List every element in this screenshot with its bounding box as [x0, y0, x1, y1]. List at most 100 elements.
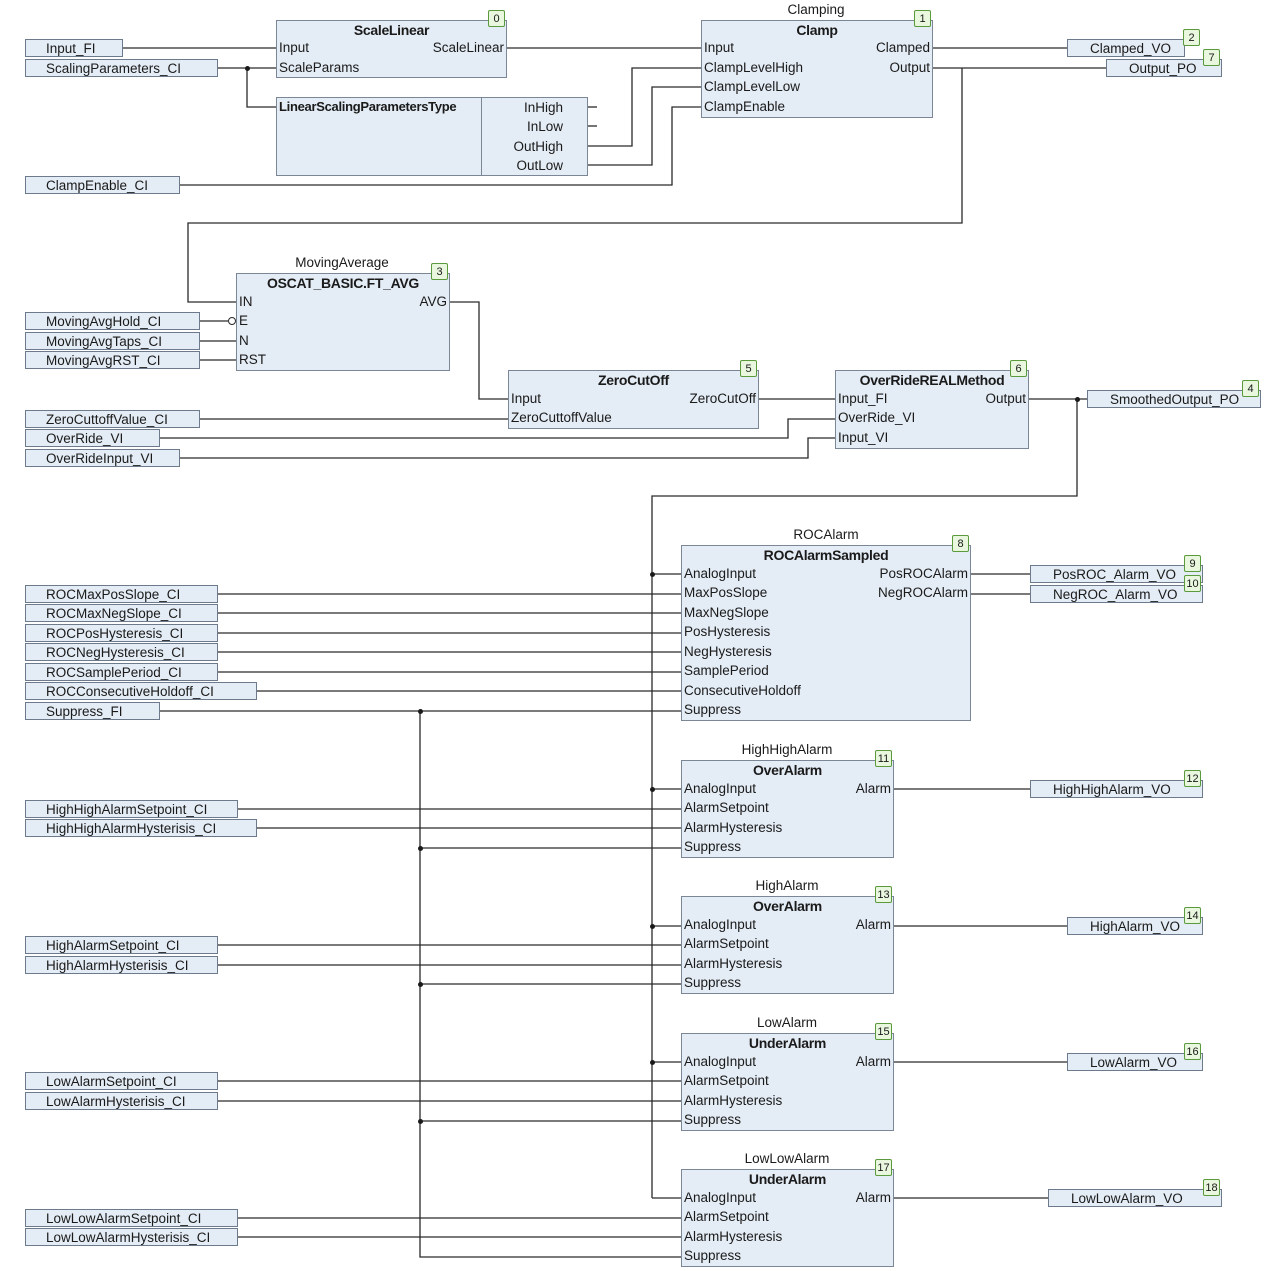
- block-zero-cutoff[interactable]: ZeroCutOff Input ZeroCuttoffValue ZeroCu…: [508, 370, 759, 429]
- order-badge: 5: [740, 360, 757, 377]
- var-pos-roc-alarm-vo[interactable]: PosROC_Alarm_VO: [1030, 565, 1203, 583]
- block-override[interactable]: OverRideREALMethod Input_FI OverRide_VI …: [835, 370, 1029, 449]
- var-lowlow-setpoint-ci[interactable]: LowLowAlarmSetpoint_CI: [25, 1209, 238, 1227]
- order-badge: 8: [952, 535, 969, 552]
- block-type: Clamp: [796, 22, 838, 38]
- pin-neg-roc-alarm: NegROCAlarm: [877, 585, 968, 600]
- pin-alarm: Alarm: [855, 1190, 891, 1205]
- var-highhigh-setpoint-ci[interactable]: HighHighAlarmSetpoint_CI: [25, 800, 238, 818]
- pin-alarm-hysteresis: AlarmHysteresis: [684, 956, 783, 971]
- block-roc-alarm[interactable]: ROCAlarmSampled AnalogInput MaxPosSlope …: [681, 545, 971, 721]
- var-smoothed-output-po[interactable]: SmoothedOutput_PO: [1087, 390, 1261, 408]
- block-divider: [481, 98, 482, 175]
- var-clamped-vo[interactable]: Clamped_VO: [1067, 39, 1185, 57]
- pin-in-low: InLow: [526, 119, 563, 134]
- wire-override-vi: [159, 418, 836, 439]
- pin-alarm: Alarm: [855, 781, 891, 796]
- wire-smoothed-feed: [651, 399, 1078, 1198]
- var-override-input-vi[interactable]: OverRideInput_VI: [25, 449, 180, 467]
- wire-override-input: [179, 437, 836, 459]
- block-type: OverAlarm: [753, 762, 822, 778]
- order-badge: 18: [1203, 1179, 1220, 1196]
- junction-dot: [650, 787, 655, 792]
- var-label: HighHighAlarm_VO: [1053, 782, 1171, 797]
- var-moving-avg-taps-ci[interactable]: MovingAvgTaps_CI: [25, 332, 200, 350]
- pin-input: Input: [279, 40, 310, 55]
- var-low-setpoint-ci[interactable]: LowAlarmSetpoint_CI: [25, 1072, 218, 1090]
- var-override-vi[interactable]: OverRide_VI: [25, 429, 160, 447]
- pin-alarm-hysteresis: AlarmHysteresis: [684, 820, 783, 835]
- order-badge: 13: [875, 886, 892, 903]
- junction-dot: [650, 572, 655, 577]
- block-clamp[interactable]: Clamp Input ClampLevelHigh ClampLevelLow…: [701, 20, 933, 118]
- pin-alarm-setpoint: AlarmSetpoint: [684, 1209, 769, 1224]
- var-moving-avg-hold-ci[interactable]: MovingAvgHold_CI: [25, 312, 200, 330]
- var-roc-consecutive-holdoff-ci[interactable]: ROCConsecutiveHoldoff_CI: [25, 682, 257, 700]
- pin-input: Input: [704, 40, 735, 55]
- block-type: OverAlarm: [753, 898, 822, 914]
- var-lowlow-alarm-vo[interactable]: LowLowAlarm_VO: [1048, 1189, 1222, 1207]
- pin-output: Output: [985, 391, 1026, 406]
- var-clamp-enable-ci[interactable]: ClampEnable_CI: [25, 176, 180, 194]
- block-low-alarm[interactable]: UnderAlarm AnalogInput AlarmSetpoint Ala…: [681, 1033, 894, 1131]
- var-input-fi[interactable]: Input_FI: [25, 39, 123, 57]
- block-high-alarm[interactable]: OverAlarm AnalogInput AlarmSetpoint Alar…: [681, 896, 894, 994]
- instance-name: HighHighAlarm: [741, 742, 833, 757]
- var-highhigh-alarm-vo[interactable]: HighHighAlarm_VO: [1030, 780, 1203, 798]
- wire-clamp-to-avg: [187, 68, 963, 303]
- order-badge: 14: [1184, 907, 1201, 924]
- pin-alarm-hysteresis: AlarmHysteresis: [684, 1229, 783, 1244]
- pin-out-high: OutHigh: [513, 139, 563, 154]
- var-roc-max-pos-slope-ci[interactable]: ROCMaxPosSlope_CI: [25, 585, 218, 603]
- pin-max-pos-slope: MaxPosSlope: [684, 585, 768, 600]
- block-highhigh-alarm[interactable]: OverAlarm AnalogInput AlarmSetpoint Alar…: [681, 760, 894, 858]
- junction-dot: [418, 846, 423, 851]
- block-scale-linear[interactable]: ScaleLinear Input ScaleParams ScaleLinea…: [276, 20, 507, 78]
- var-roc-pos-hysteresis-ci[interactable]: ROCPosHysteresis_CI: [25, 624, 218, 642]
- var-high-setpoint-ci[interactable]: HighAlarmSetpoint_CI: [25, 936, 218, 954]
- block-type: ScaleLinear: [353, 22, 430, 38]
- pin-clamp-enable: ClampEnable: [704, 99, 786, 114]
- pin-alarm-setpoint: AlarmSetpoint: [684, 936, 769, 951]
- block-lowlow-alarm[interactable]: UnderAlarm AnalogInput AlarmSetpoint Ala…: [681, 1169, 894, 1267]
- var-roc-max-neg-slope-ci[interactable]: ROCMaxNegSlope_CI: [25, 604, 218, 622]
- var-output-po[interactable]: Output_PO: [1106, 59, 1222, 77]
- instance-name: MovingAverage: [295, 255, 389, 270]
- instance-name: HighAlarm: [755, 878, 819, 893]
- var-label: SmoothedOutput_PO: [1110, 392, 1240, 407]
- pin-suppress: Suppress: [684, 975, 742, 990]
- var-suppress-fi[interactable]: Suppress_FI: [25, 702, 160, 720]
- pin-rst: RST: [239, 352, 266, 367]
- order-badge: 16: [1184, 1043, 1201, 1060]
- var-roc-neg-hysteresis-ci[interactable]: ROCNegHysteresis_CI: [25, 643, 218, 661]
- pin-sample-period: SamplePeriod: [684, 663, 769, 678]
- var-high-alarm-vo[interactable]: HighAlarm_VO: [1067, 917, 1203, 935]
- var-scaling-parameters-ci[interactable]: ScalingParameters_CI: [25, 59, 218, 77]
- wire-outlow: [587, 86, 702, 166]
- junction-dot: [418, 709, 423, 714]
- junction-dot: [650, 924, 655, 929]
- var-moving-avg-rst-ci[interactable]: MovingAvgRST_CI: [25, 351, 200, 369]
- order-badge: 10: [1184, 575, 1201, 592]
- var-high-hysteresis-ci[interactable]: HighAlarmHysterisis_CI: [25, 956, 218, 974]
- block-moving-average[interactable]: OSCAT_BASIC.FT_AVG IN E N RST AVG: [236, 273, 450, 371]
- var-roc-sample-period-ci[interactable]: ROCSamplePeriod_CI: [25, 663, 218, 681]
- var-highhigh-hysteresis-ci[interactable]: HighHighAlarmHysterisis_CI: [25, 819, 257, 837]
- var-zero-cutoff-value-ci[interactable]: ZeroCuttoffValue_CI: [25, 410, 200, 428]
- instance-name: LowAlarm: [756, 1015, 818, 1030]
- var-neg-roc-alarm-vo[interactable]: NegROC_Alarm_VO: [1030, 585, 1203, 603]
- pin-scale-linear: ScaleLinear: [432, 40, 504, 55]
- var-label: Output_PO: [1129, 61, 1197, 76]
- block-linear-scaling-parameters-type[interactable]: LinearScalingParametersType InHigh InLow…: [276, 97, 588, 176]
- junction-dot: [418, 1119, 423, 1124]
- pin-zero-cutoff-value: ZeroCuttoffValue: [511, 410, 612, 425]
- var-low-hysteresis-ci[interactable]: LowAlarmHysterisis_CI: [25, 1092, 218, 1110]
- instance-name: LowLowAlarm: [744, 1151, 830, 1166]
- var-lowlow-hysteresis-ci[interactable]: LowLowAlarmHysterisis_CI: [25, 1228, 238, 1246]
- pin-scale-params: ScaleParams: [279, 60, 360, 75]
- block-type: UnderAlarm: [748, 1035, 827, 1051]
- order-badge: 15: [875, 1023, 892, 1040]
- var-low-alarm-vo[interactable]: LowAlarm_VO: [1067, 1053, 1203, 1071]
- block-type: UnderAlarm: [748, 1171, 827, 1187]
- pin-output: Output: [889, 60, 930, 75]
